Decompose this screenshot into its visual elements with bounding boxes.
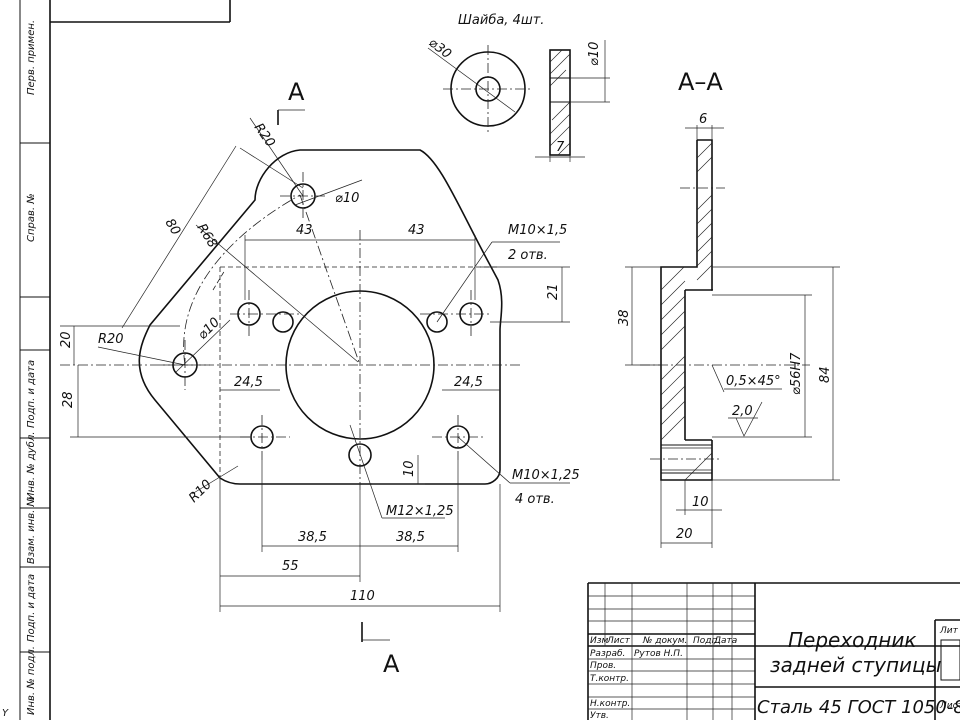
main-d-20: 20 — [59, 331, 74, 348]
section-d-20: 20 — [676, 527, 693, 542]
section-view: А–А — [617, 68, 840, 548]
label-podp-data-2: Подп. и дата — [26, 574, 37, 642]
section-roughness: 2,0 — [732, 404, 753, 419]
tb-name-line2: задней ступицы — [770, 653, 941, 677]
tb-tkontr: Т.контр. — [590, 674, 629, 684]
label-inv-podl: Инв. № подл. — [26, 646, 37, 715]
main-r10: R10 — [186, 477, 215, 506]
main-d-385-left: 38,5 — [298, 530, 327, 545]
main-r20-left: R20 — [98, 332, 124, 347]
tb-material: Сталь 45 ГОСТ 1050-88 — [757, 697, 960, 718]
sidebar-labels: Перв. примен. Справ. № Подп. и дата Инв.… — [2, 20, 37, 719]
main-d-10: 10 — [402, 460, 417, 477]
main-view: А А R20 ⌀10 80 R68 43 43 M10×1,5 2 отв. — [59, 78, 580, 678]
tb-utv: Утв. — [590, 711, 609, 720]
tb-lit: Лит — [939, 626, 959, 636]
tb-h-doc: № докум. — [642, 636, 687, 646]
section-title: А–А — [678, 68, 723, 96]
corner-mark: Y — [2, 708, 9, 719]
washer-thickness: 7 — [556, 140, 565, 155]
main-d-245-right: 24,5 — [454, 375, 483, 390]
section-d-top: 6 — [699, 112, 707, 127]
main-thread-m10x125: M10×1,25 — [512, 468, 580, 483]
cut-label-bottom: А — [383, 650, 400, 678]
main-thread-m10x15: M10×1,5 — [508, 223, 567, 238]
washer-d-outer: ⌀30 — [426, 35, 454, 62]
label-sprav-no: Справ. № — [26, 193, 37, 242]
main-d-21: 21 — [546, 283, 561, 300]
section-d-84: 84 — [818, 366, 833, 383]
tb-h-podp: Подп. — [693, 636, 720, 646]
section-d-10: 10 — [692, 495, 709, 510]
washer-view: Шайба, 4шт. ⌀30 ⌀10 7 — [426, 13, 610, 162]
tb-name-line1: Переходник — [788, 628, 916, 652]
label-podp-data-1: Подп. и дата — [26, 360, 37, 428]
main-hole-10-left: ⌀10 — [195, 315, 223, 343]
tb-nkontr: Н.контр. — [590, 699, 630, 709]
main-d-245-left: 24,5 — [234, 375, 263, 390]
main-d-80: 80 — [162, 216, 183, 238]
tb-razrab-name: Рутов Н.П. — [634, 649, 683, 659]
label-perv-primen: Перв. примен. — [26, 20, 37, 95]
label-vzam-inv: Взам. инв. № — [26, 496, 37, 564]
main-d-110: 110 — [350, 589, 375, 604]
main-hole-10-top: ⌀10 — [335, 191, 359, 206]
main-thread-m10x15-count: 2 отв. — [508, 248, 548, 263]
cut-label-top: А — [288, 78, 305, 106]
tb-prov: Пров. — [590, 661, 616, 671]
tb-list: Лист — [939, 701, 960, 711]
main-d-385-right: 38,5 — [396, 530, 425, 545]
main-d-43-left: 43 — [296, 223, 313, 238]
tb-h-izm: Изм — [590, 636, 609, 646]
tb-h-data: Дата — [713, 636, 737, 646]
main-thread-m10x125-count: 4 отв. — [515, 492, 555, 507]
section-chamfer: 0,5×45° — [726, 374, 781, 389]
sheet-frame — [19, 0, 231, 720]
section-d-38: 38 — [617, 309, 632, 326]
washer-d-inner: ⌀10 — [587, 42, 602, 66]
tb-h-list: Лист — [606, 636, 631, 646]
main-d-43-right: 43 — [408, 223, 425, 238]
title-block: Изм Лист № докум. Подп. Дата Разраб. Рут… — [587, 582, 960, 720]
main-thread-m12: M12×1,25 — [386, 504, 454, 519]
label-inv-dubl: Инв. № дубл. — [25, 432, 37, 500]
section-d-bore: ⌀56H7 — [789, 352, 804, 395]
tb-razrab: Разраб. — [590, 649, 625, 659]
main-d-55: 55 — [282, 559, 299, 574]
main-d-28: 28 — [61, 391, 76, 408]
washer-title: Шайба, 4шт. — [458, 13, 544, 28]
